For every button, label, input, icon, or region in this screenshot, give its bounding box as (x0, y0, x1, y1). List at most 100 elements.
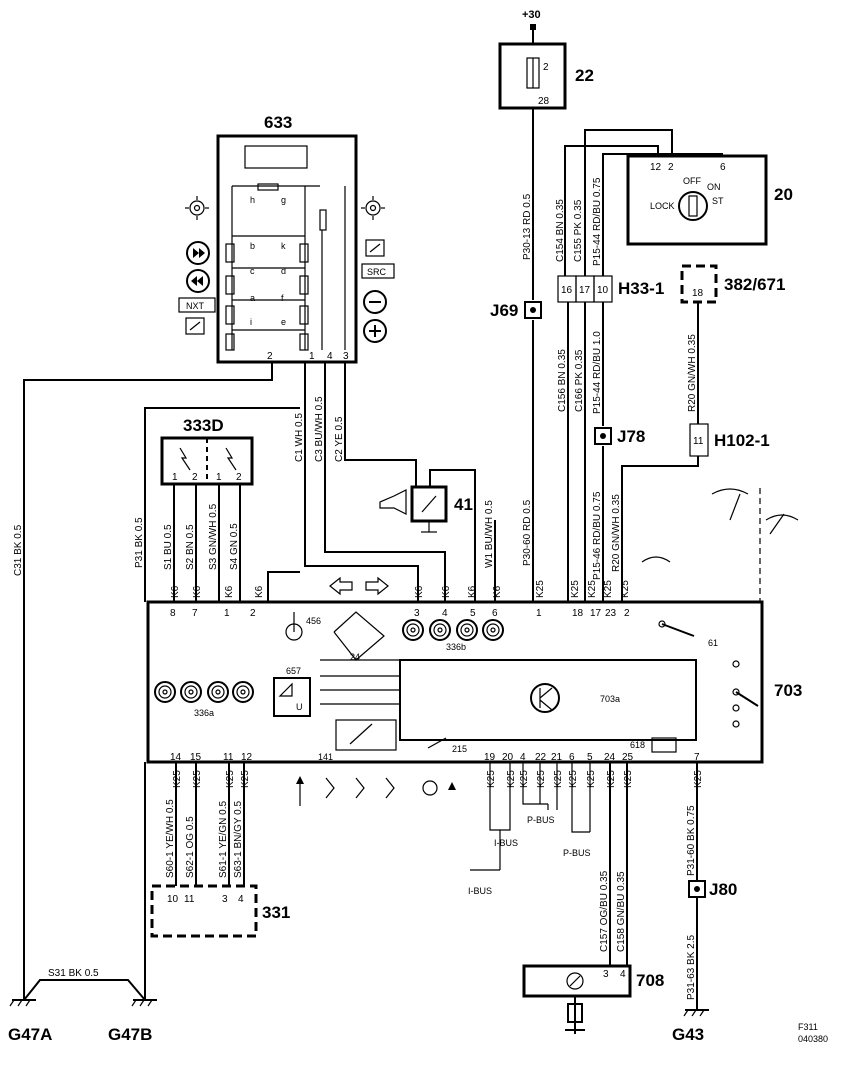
m703-top-pin-1: 1 (224, 608, 230, 619)
label-456: 456 (306, 616, 321, 626)
pbus-label-upper: P-BUS (527, 815, 555, 825)
label-703a: 703a (600, 694, 620, 704)
component-24: 24 (333, 611, 385, 662)
supply-label: +30 (522, 9, 541, 21)
horn-icon (379, 489, 407, 515)
component-333d-label: 333D (183, 416, 224, 435)
wire-p15-44-b: P15-44 RD/BU 1.0 (592, 331, 603, 414)
c708-pin-3: 3 (603, 969, 609, 980)
previous-track-icon (186, 269, 210, 293)
h102-pin: 11 (693, 436, 704, 447)
wire-s62: S62-1 OG 0.5 (185, 816, 196, 878)
wire-c31: C31 BK 0.5 (13, 524, 24, 576)
junction-j78-label: J78 (617, 427, 645, 446)
k25-label: K25 (587, 580, 598, 598)
c333d-pin-1b: 1 (216, 472, 222, 483)
gear-icon (185, 196, 209, 220)
h33-pin-16: 16 (561, 285, 573, 296)
k25-label: K25 (536, 770, 547, 788)
wire-labels: P30-13 RD 0.5 C154 BN 0.35 C155 PK 0.35 … (13, 177, 698, 1000)
m703-bottom-pin-11: 11 (223, 752, 234, 763)
wire-r20-a: R20 GN/WH 0.35 (687, 334, 698, 412)
fuse-22-pin-bottom: 28 (538, 96, 550, 107)
m703-bottom-pin-25: 25 (622, 752, 634, 763)
k25-label: K25 (603, 580, 614, 598)
k6-label: K6 (467, 585, 478, 598)
junction-j80-label: J80 (709, 880, 737, 899)
nxt-label: NXT (186, 301, 205, 311)
k25-label: K25 (172, 770, 183, 788)
wire-s63: S63-1 BN/GY 0.5 (233, 800, 244, 878)
wire-c156: C156 BN 0.35 (557, 349, 568, 412)
k25-label: K25 (586, 770, 597, 788)
m703-top-pin-4: 4 (442, 608, 448, 619)
wire-c166: C166 PK 0.35 (574, 349, 585, 412)
wire-c157: C157 OG/BU 0.35 (599, 870, 610, 952)
component-708: 3 4 708 (522, 964, 664, 1031)
wire-s1: S1 BU 0.5 (163, 524, 174, 570)
ignition-pin-6: 6 (720, 162, 726, 173)
k25-label: K25 (570, 580, 581, 598)
m703-bottom-pin-5: 5 (587, 752, 593, 763)
wires (23, 24, 723, 1034)
c331-label: 331 (262, 903, 290, 922)
contact-i: i (250, 317, 252, 327)
wire-c1: C1 WH 0.5 (294, 413, 305, 462)
label-215: 215 (452, 744, 467, 754)
contact-k: k (281, 241, 286, 251)
ibus-label-lower: I-BUS (468, 886, 492, 896)
contact-c: c (250, 266, 255, 276)
c382-label: 382/671 (724, 275, 785, 294)
m703-bottom-pin-6: 6 (569, 752, 575, 763)
component-333d: 333D 1 2 1 2 (160, 416, 254, 486)
ignition-pin-12: 12 (650, 162, 662, 173)
ibus-label-upper: I-BUS (494, 838, 518, 848)
k6-label: K6 (224, 585, 235, 598)
wire-s3: S3 GN/WH 0.5 (208, 503, 219, 570)
m703-top-pin-23: 23 (605, 608, 617, 619)
contact-f: f (281, 293, 284, 303)
ground-g47b: G47B (108, 999, 157, 1044)
k25-label: K25 (623, 770, 634, 788)
volume-down-icon (363, 290, 387, 314)
wire-p15-44-a: P15-44 RD/BU 0.75 (592, 177, 603, 266)
wire-p15-46: P15-46 RD/BU 0.75 (592, 491, 603, 580)
c331-pin-10: 10 (167, 894, 179, 905)
fuse-22: 2 28 22 (498, 42, 594, 110)
next-track-icon (186, 241, 210, 265)
ground-g43: G43 (672, 1009, 709, 1044)
ground-label-g43: G43 (672, 1025, 704, 1044)
switch-61: 61 (658, 620, 718, 648)
m703-bottom-pin-24: 24 (604, 752, 616, 763)
m703-top-pin-7: 7 (192, 608, 198, 619)
switch-633-label: 633 (264, 113, 292, 132)
wire-s61: S61-1 YE/GN 0.5 (218, 800, 229, 878)
module-703-label: 703 (774, 681, 802, 700)
k25-label: K25 (535, 580, 546, 598)
ignition-off-label: OFF (683, 176, 701, 186)
src-label: SRC (367, 267, 387, 277)
c333d-pin-2a: 2 (192, 472, 198, 483)
k6-label: K6 (492, 585, 503, 598)
k6-label: K6 (170, 585, 181, 598)
c331-pin-4: 4 (238, 894, 244, 905)
h33-label: H33-1 (618, 279, 664, 298)
phone-icon (185, 317, 205, 335)
sensor-456: 456 (285, 612, 321, 641)
k25-label: K25 (519, 770, 530, 788)
k25-label: K25 (568, 770, 579, 788)
h33-pin-17: 17 (579, 285, 591, 296)
ignition-st-label: ST (712, 196, 724, 206)
volume-up-icon (363, 319, 387, 343)
k25-label: K25 (192, 770, 203, 788)
m703-bottom-pin-22: 22 (535, 752, 547, 763)
module-703: 703 8 7 1 2 3 4 5 6 1 18 17 23 2 14 15 1… (146, 600, 802, 764)
label-24: 24 (350, 652, 360, 662)
wire-r20-b: R20 GN/WH 0.35 (611, 494, 622, 572)
c333d-pin-1a: 1 (172, 472, 178, 483)
m703-bottom-pin-7: 7 (694, 752, 700, 763)
m703-bottom-pin-12: 12 (241, 752, 253, 763)
m703-top-pin-8: 8 (170, 608, 176, 619)
h33-pin-10: 10 (597, 285, 609, 296)
